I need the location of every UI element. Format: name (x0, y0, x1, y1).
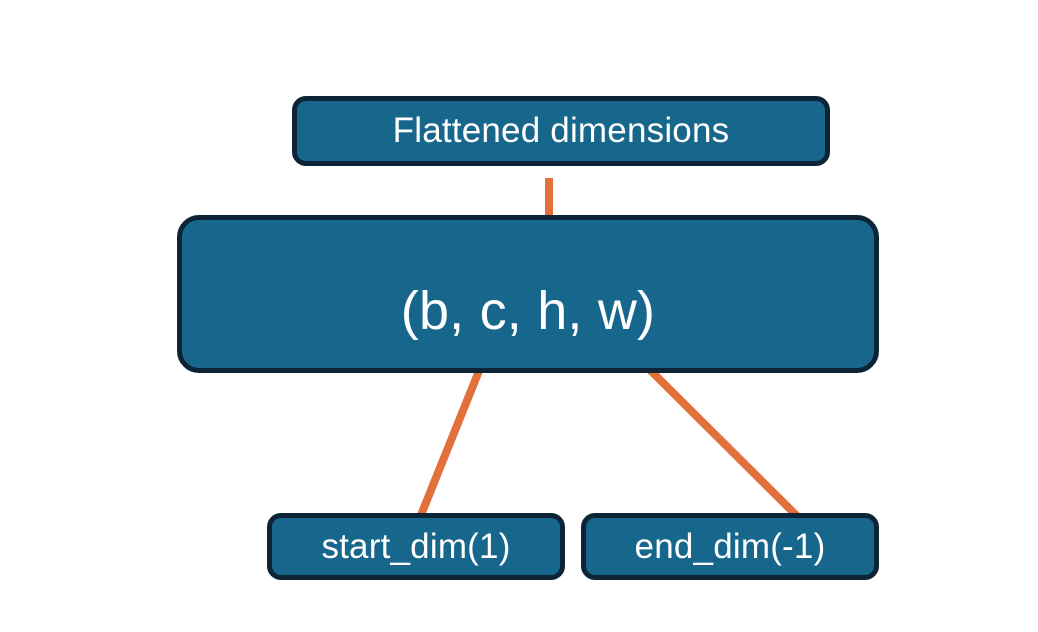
node-start-dim-label: start_dim(1) (321, 526, 511, 566)
node-end-dim-label: end_dim(-1) (634, 526, 826, 566)
node-tensor-shape-label: (b, c, h, w) (400, 281, 656, 341)
node-start-dim[interactable]: start_dim(1) (267, 513, 565, 580)
node-flattened-dimensions[interactable]: Flattened dimensions (292, 96, 830, 166)
node-tensor-shape[interactable]: (b, c, h, w) (177, 215, 879, 373)
node-end-dim[interactable]: end_dim(-1) (581, 513, 879, 580)
node-flattened-dimensions-label: Flattened dimensions (392, 111, 730, 150)
